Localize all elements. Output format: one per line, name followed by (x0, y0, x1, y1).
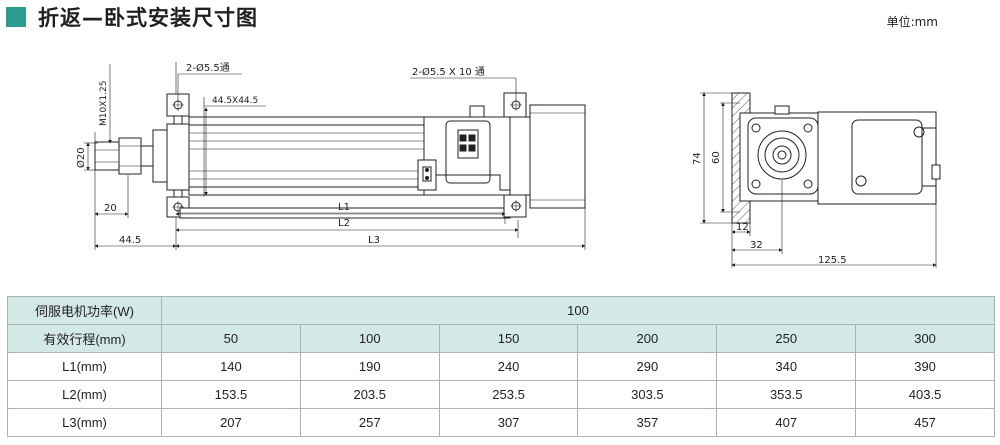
stroke-label: 有效行程(mm) (7, 324, 162, 353)
dim-125-5-label: 125.5 (818, 255, 847, 266)
table-cell: 403.5 (855, 380, 995, 409)
dim-32-label: 32 (750, 240, 763, 251)
unit-note: 单位:mm (886, 15, 938, 29)
dimension-drawing: 2-Ø5.5通 2-Ø5.5 X 10 通 44.5X44.5 M10X1.25… (75, 62, 941, 268)
table-cell: 207 (161, 408, 301, 437)
rod-diameter-label: Ø20 (75, 147, 87, 168)
row-label: L1(mm) (7, 352, 162, 381)
dim-20-label: 20 (104, 203, 117, 214)
table-cell: 357 (577, 408, 718, 437)
end-view (700, 92, 941, 268)
row-label: L3(mm) (7, 408, 162, 437)
table-cell: 340 (716, 352, 857, 381)
square-note: 44.5X44.5 (212, 96, 258, 106)
spec-table: 伺服电机功率(W) 100 有效行程(mm) 50 100 150 200 25… (7, 296, 995, 437)
dim-L3-label: L3 (368, 235, 380, 246)
thread-note: M10X1.25 (99, 81, 109, 126)
power-value: 100 (161, 296, 995, 325)
stroke-cell: 200 (577, 324, 718, 353)
dim-L1-label: L1 (338, 202, 350, 213)
table-cell: 140 (161, 352, 301, 381)
table-row: L3(mm) 207 257 307 357 407 457 (7, 408, 995, 437)
title-bar: 折返—卧式安装尺寸图 (6, 4, 258, 30)
dim-12-label: 12 (736, 222, 749, 233)
row-label: L2(mm) (7, 380, 162, 409)
stroke-cell: 250 (716, 324, 857, 353)
table-row: L2(mm) 153.5 203.5 253.5 303.5 353.5 403… (7, 380, 995, 409)
table-cell: 253.5 (438, 380, 579, 409)
stroke-cell: 100 (299, 324, 440, 353)
table-cell: 240 (438, 352, 579, 381)
table-cell: 457 (855, 408, 995, 437)
dim-44-5-label: 44.5 (119, 235, 141, 246)
stroke-cell: 50 (161, 324, 301, 353)
page-title: 折返—卧式安装尺寸图 (38, 6, 258, 30)
stroke-row: 有效行程(mm) 50 100 150 200 250 300 (7, 324, 995, 353)
title-marker (6, 7, 26, 27)
stroke-cell: 300 (855, 324, 995, 353)
table-cell: 407 (716, 408, 857, 437)
table-cell: 153.5 (161, 380, 301, 409)
hole-note-top: 2-Ø5.5通 (186, 62, 230, 74)
table-cell: 203.5 (299, 380, 440, 409)
power-label: 伺服电机功率(W) (7, 296, 162, 325)
dim-60-label: 60 (711, 151, 722, 164)
hole-note-right: 2-Ø5.5 X 10 通 (412, 66, 485, 78)
stroke-cell: 150 (438, 324, 579, 353)
side-view (84, 62, 586, 250)
table-cell: 353.5 (716, 380, 857, 409)
table-cell: 303.5 (577, 380, 718, 409)
table-cell: 390 (855, 352, 995, 381)
table-row: L1(mm) 140 190 240 290 340 390 (7, 352, 995, 381)
table-cell: 257 (299, 408, 440, 437)
power-row: 伺服电机功率(W) 100 (7, 296, 995, 325)
dim-L2-label: L2 (338, 218, 350, 229)
table-cell: 190 (299, 352, 440, 381)
table-cell: 290 (577, 352, 718, 381)
dim-74-label: 74 (692, 152, 703, 165)
table-cell: 307 (438, 408, 579, 437)
